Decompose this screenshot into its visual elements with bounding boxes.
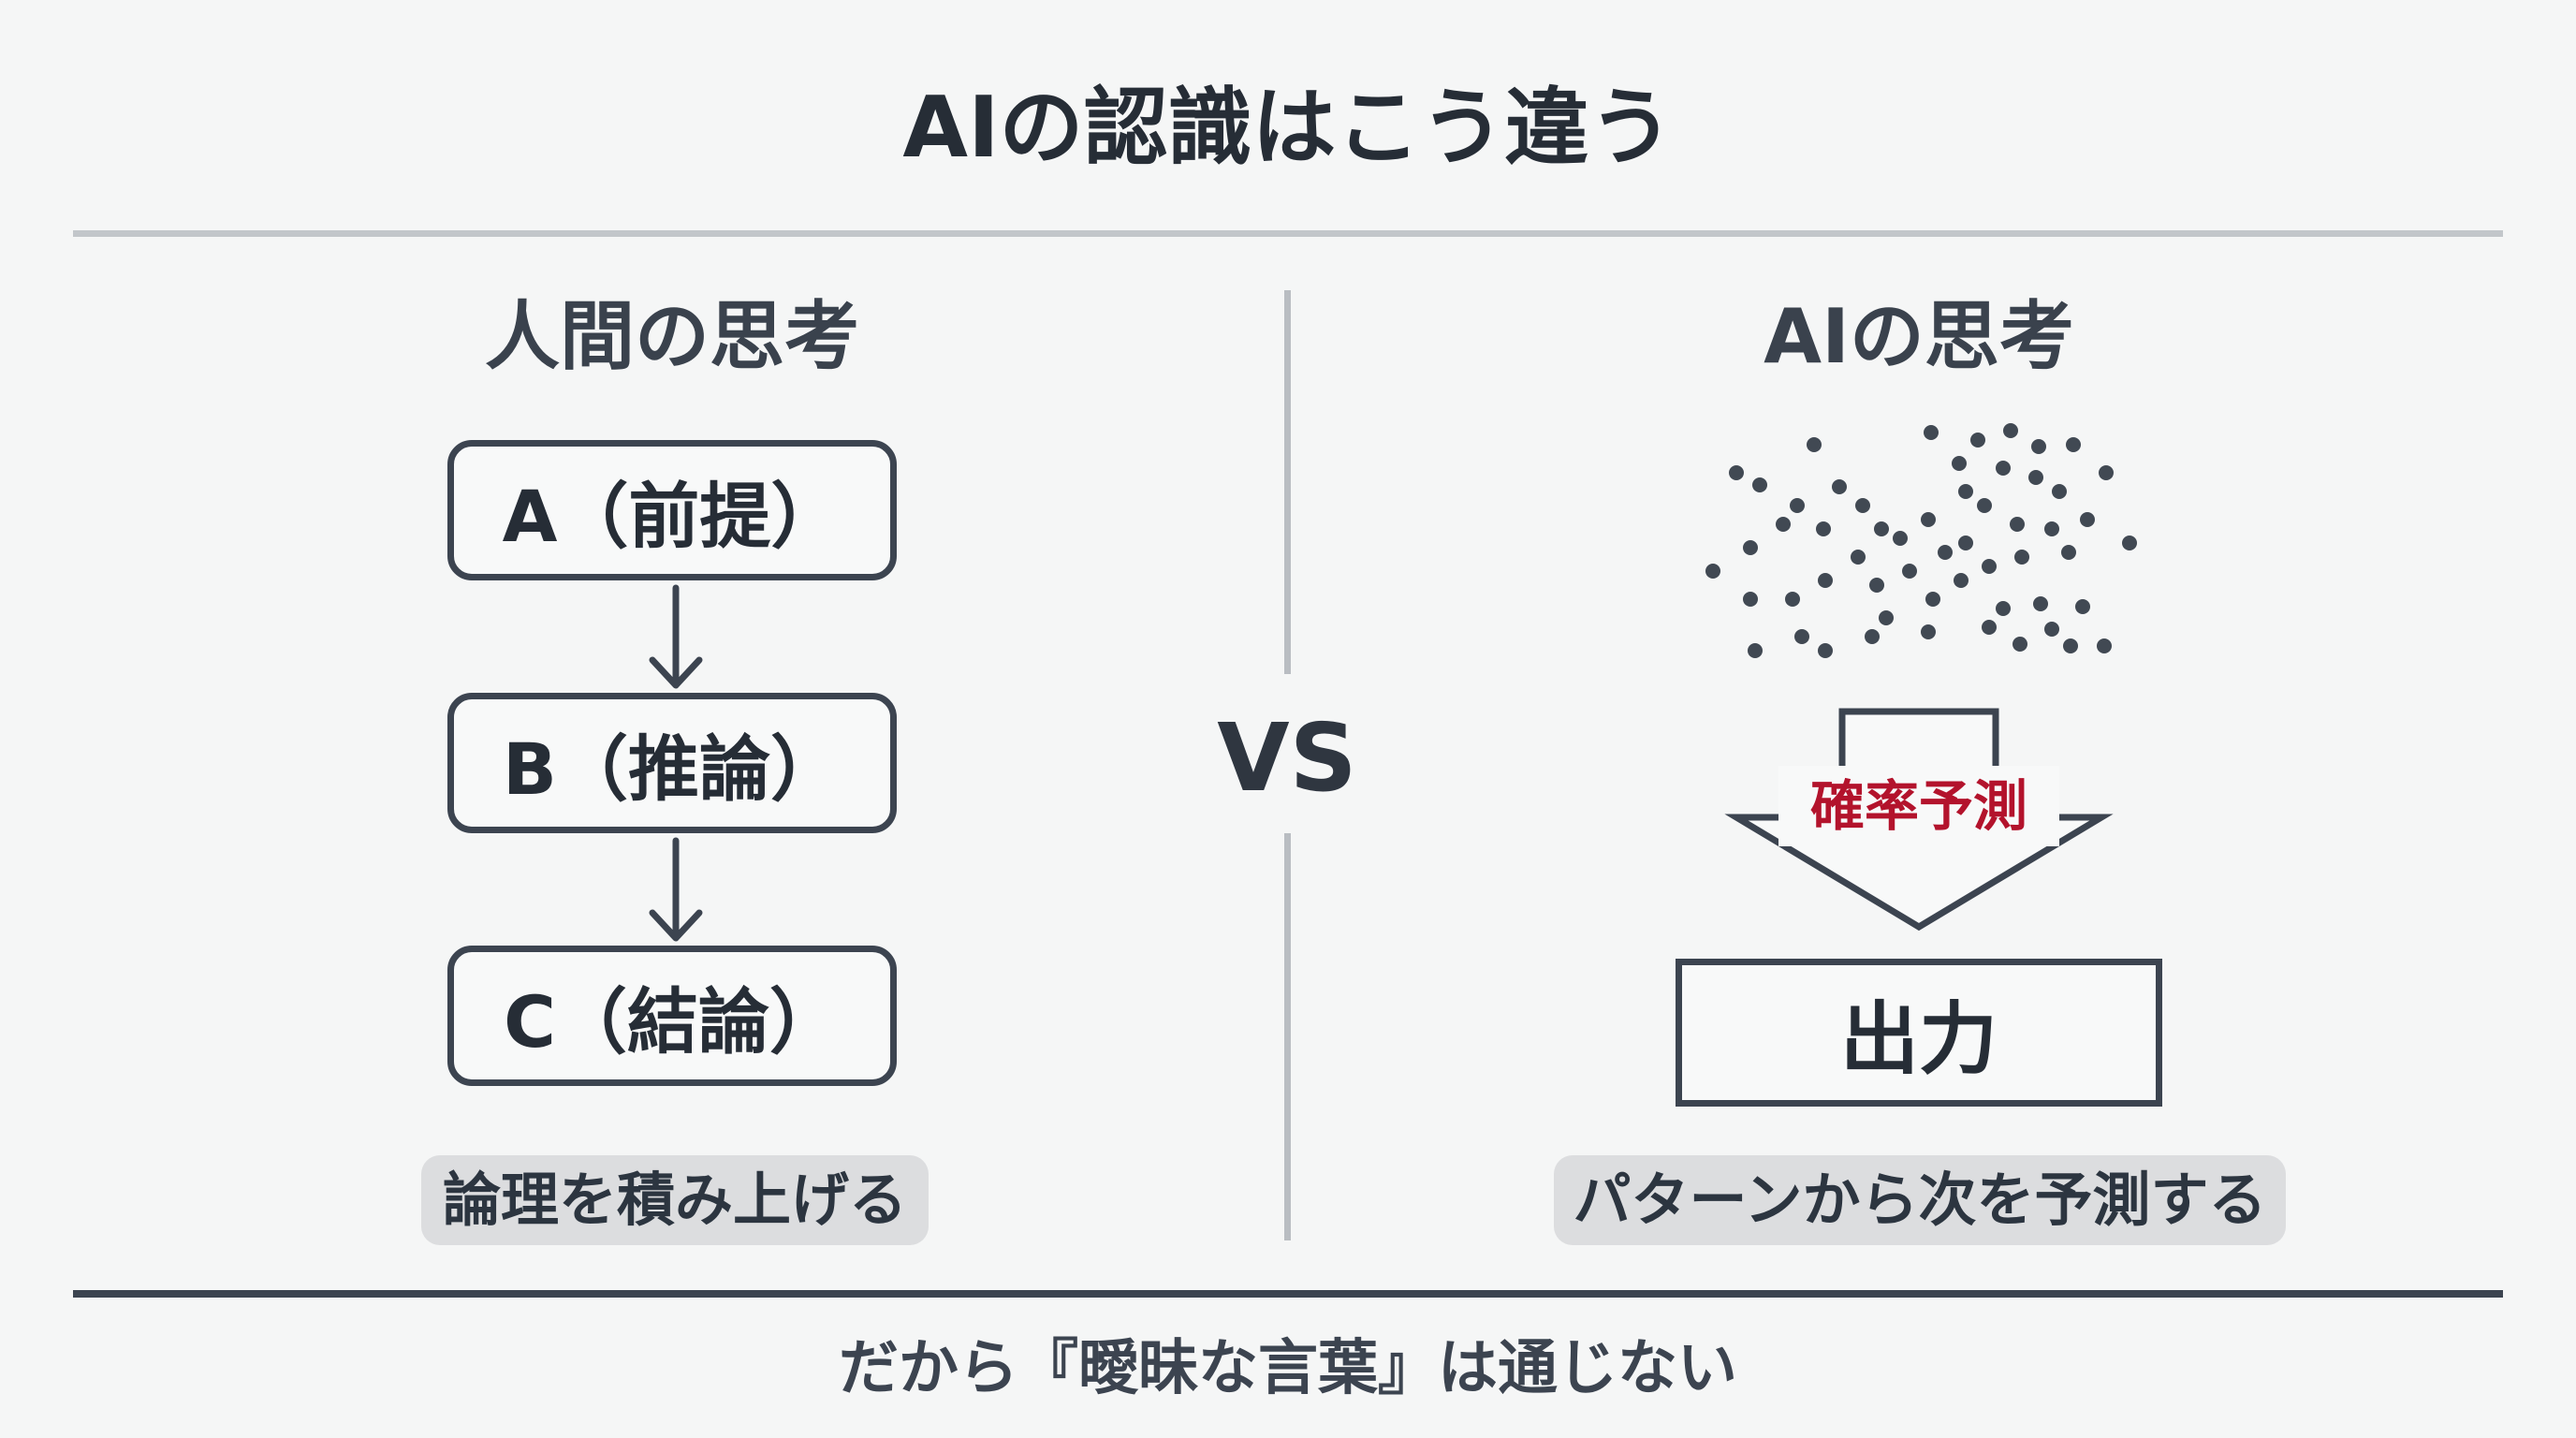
flow-step-label: C（結論） <box>504 980 841 1064</box>
footer-message: だから『曖昧な言葉』は通じない <box>839 1334 1737 1403</box>
data-point <box>2014 550 2029 565</box>
flow-arrow-down-icon <box>649 584 703 689</box>
data-point <box>2061 545 2076 560</box>
data-point <box>2044 622 2059 637</box>
flow-step-conclusion: C（結論） <box>447 946 897 1086</box>
data-point <box>2063 638 2078 653</box>
data-point <box>2031 439 2046 454</box>
output-box: 出力 <box>1676 959 2162 1107</box>
data-point <box>1790 498 1805 513</box>
data-point <box>1996 461 2011 476</box>
data-point <box>1752 477 1767 492</box>
data-point <box>1924 425 1939 440</box>
data-point <box>1729 465 1744 480</box>
data-point <box>1816 521 1831 536</box>
human-thinking-heading: 人間の思考 <box>485 293 859 380</box>
flow-step-label: B（推論） <box>503 727 842 811</box>
data-point <box>1925 592 1940 607</box>
data-point <box>1921 512 1936 527</box>
data-point <box>1977 498 1992 513</box>
data-point <box>1954 573 1969 588</box>
flow-step-label: A（前提） <box>502 475 842 558</box>
data-point <box>1970 433 1985 448</box>
center-divider-bottom <box>1284 833 1291 1240</box>
probability-label: 確率予測 <box>1778 766 2059 846</box>
human-caption: 論理を積み上げる <box>442 1166 907 1234</box>
data-point <box>1996 601 2011 616</box>
data-point <box>1952 456 1967 471</box>
data-point <box>1869 578 1884 593</box>
bottom-divider <box>73 1290 2503 1298</box>
data-point <box>1982 620 1997 635</box>
data-point <box>2075 599 2090 614</box>
data-point <box>1748 643 1763 658</box>
human-caption-badge: 論理を積み上げる <box>421 1155 929 1245</box>
ai-caption-badge: パターンから次を予測する <box>1554 1155 2286 1245</box>
vs-label: VS <box>1217 703 1357 813</box>
data-point <box>2052 484 2067 499</box>
data-point <box>1874 521 1889 536</box>
data-point <box>1982 559 1997 574</box>
data-point <box>2003 423 2018 438</box>
data-point <box>1807 437 1822 452</box>
data-point <box>1818 643 1833 658</box>
data-point <box>1879 610 1894 625</box>
data-point <box>1743 540 1758 555</box>
data-point <box>2012 637 2027 652</box>
data-point <box>1958 484 1973 499</box>
ai-caption: パターンから次を予測する <box>1573 1166 2267 1234</box>
page-title: AIの認識はこう違う <box>902 79 1674 177</box>
data-point <box>2028 470 2043 485</box>
data-point <box>2099 465 2114 480</box>
data-point <box>1818 573 1833 588</box>
ai-thinking-heading: AIの思考 <box>1764 293 2074 380</box>
data-point <box>1851 550 1866 565</box>
data-point <box>1958 536 1973 550</box>
data-point <box>2080 512 2095 527</box>
data-point <box>2033 596 2048 611</box>
center-divider-top <box>1284 290 1291 674</box>
data-point <box>1832 479 1847 494</box>
flow-arrow-down-icon <box>649 837 703 942</box>
data-points-cloud <box>1705 423 2137 658</box>
data-point <box>2044 521 2059 536</box>
top-divider <box>73 230 2503 237</box>
data-point <box>2097 638 2112 653</box>
data-point <box>2066 437 2081 452</box>
data-point <box>1893 531 1908 546</box>
output-label: 出力 <box>1839 992 1998 1085</box>
flow-step-reasoning: B（推論） <box>447 693 897 833</box>
flow-step-premise: A（前提） <box>447 440 897 580</box>
data-point <box>1794 629 1809 644</box>
data-point <box>2010 517 2025 532</box>
data-point <box>1705 564 1720 579</box>
data-point <box>1855 498 1870 513</box>
data-point <box>1743 592 1758 607</box>
data-point <box>1785 592 1800 607</box>
data-point <box>2122 536 2137 550</box>
data-point <box>1865 629 1880 644</box>
data-point <box>1776 517 1791 532</box>
data-point <box>1938 545 1953 560</box>
data-point <box>1921 624 1936 639</box>
data-point <box>1902 564 1917 579</box>
